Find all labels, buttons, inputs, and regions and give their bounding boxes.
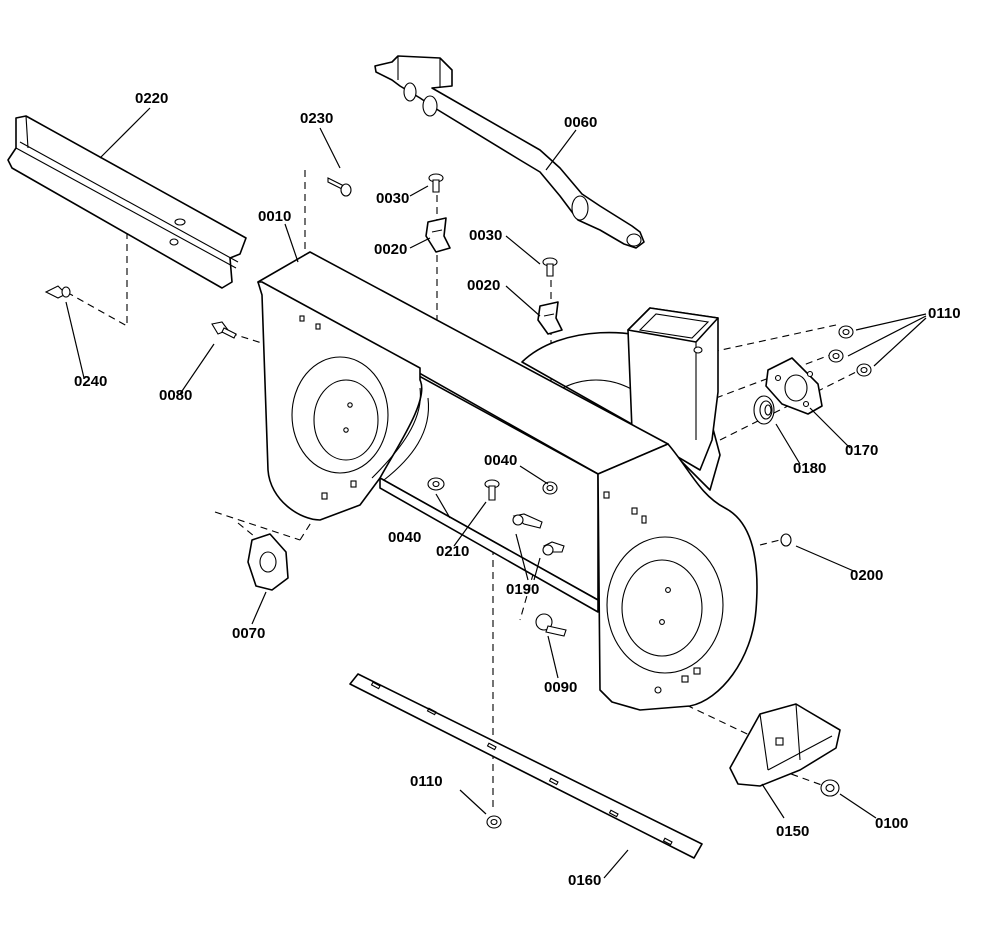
auger-housing-part [257, 251, 758, 711]
screw-0030-lower [542, 257, 558, 277]
callout-0200: 0200 [850, 567, 883, 584]
callout-0020-lower: 0020 [467, 277, 500, 294]
leader-lines [65, 107, 927, 879]
nut-0100 [820, 779, 840, 797]
flange-nut-0110-lower [486, 815, 502, 829]
callout-0150: 0150 [776, 823, 809, 840]
bearing-flange-0170 [765, 357, 823, 415]
callout-0170: 0170 [845, 442, 878, 459]
bearing-0180 [753, 395, 775, 425]
bolt-0080 [211, 321, 237, 339]
bearing-bracket-0070 [247, 533, 289, 591]
callout-0060: 0060 [564, 114, 597, 131]
callout-0220: 0220 [135, 90, 168, 107]
callout-0110-lower: 0110 [410, 773, 443, 790]
shaft-rod-part [374, 55, 645, 249]
callout-0030-upper: 0030 [376, 190, 409, 207]
bolts-0190 [512, 513, 565, 556]
nut-0040-right [542, 481, 558, 495]
wing-nut-0240 [44, 285, 71, 299]
carriage-bolt-0210 [484, 479, 500, 501]
callout-0160: 0160 [568, 872, 601, 889]
callout-0030-lower: 0030 [469, 227, 502, 244]
clip-0020-upper [425, 217, 451, 253]
callout-0240: 0240 [74, 373, 107, 390]
callout-0100: 0100 [875, 815, 908, 832]
flange-nuts-0110 [828, 325, 872, 377]
callout-0070: 0070 [232, 625, 265, 642]
callout-0210: 0210 [436, 543, 469, 560]
nut-0040-left [427, 477, 445, 491]
callout-0090: 0090 [544, 679, 577, 696]
callout-0040-right: 0040 [484, 452, 517, 469]
callout-0180: 0180 [793, 460, 826, 477]
clip-0020-lower [537, 301, 563, 335]
callout-0080: 0080 [159, 387, 192, 404]
callout-0040-left: 0040 [388, 529, 421, 546]
callout-0010: 0010 [258, 208, 291, 225]
plug-0200 [780, 533, 792, 547]
carriage-bolt-0230 [327, 177, 352, 197]
deflector-rail-part [7, 115, 247, 289]
skid-shoe-0150 [729, 703, 841, 787]
callout-0190: 0190 [506, 581, 539, 598]
bolt-0090 [535, 613, 567, 637]
screw-0030-upper [428, 173, 444, 193]
callout-labels: 0220 0230 0060 0010 0030 0020 0030 0020 … [74, 90, 961, 889]
callout-0230: 0230 [300, 110, 333, 127]
callout-0110-right: 0110 [928, 305, 961, 322]
callout-0020-upper: 0020 [374, 241, 407, 258]
shave-plate-0160 [349, 673, 703, 859]
